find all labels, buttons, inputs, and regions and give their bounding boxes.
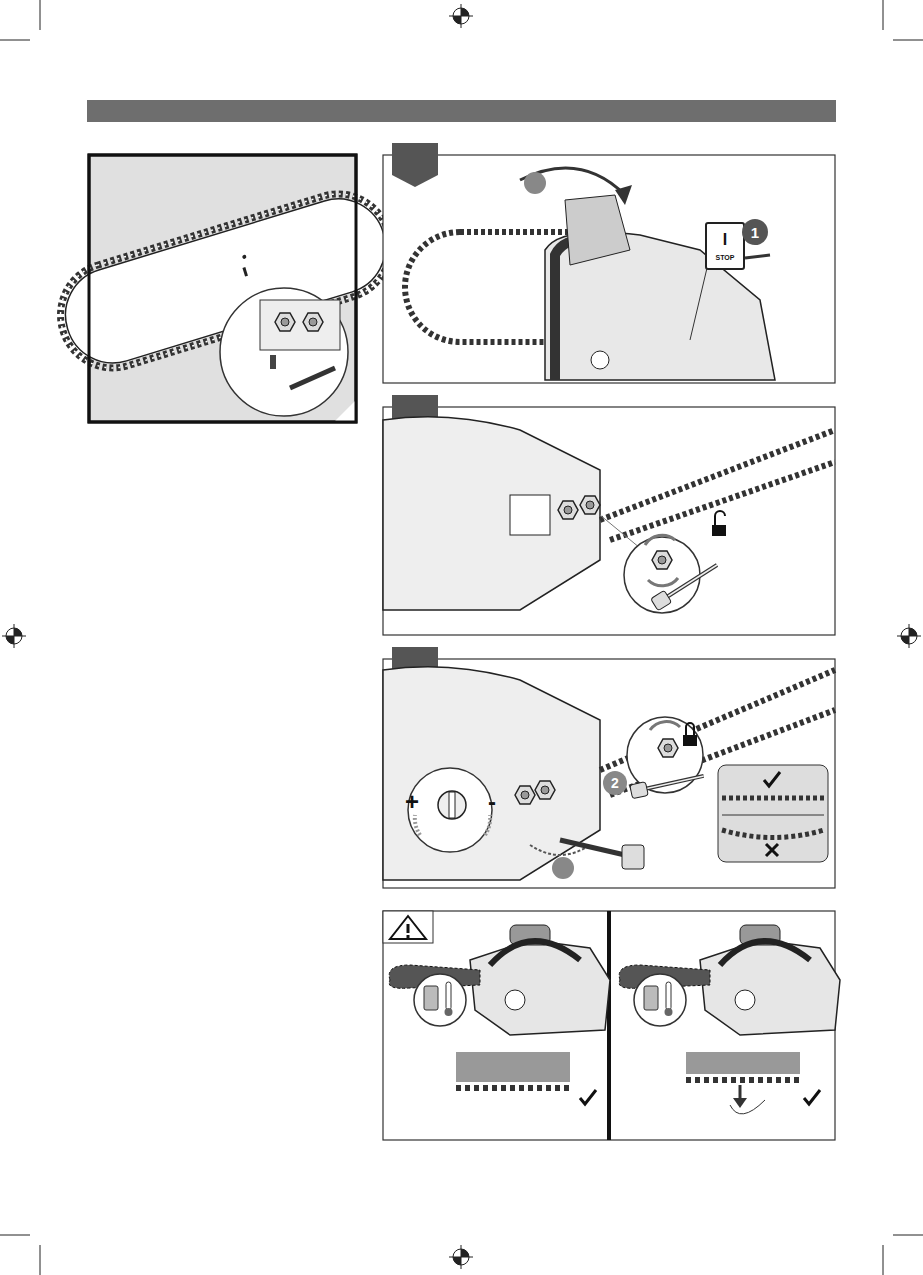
- node-text: 1: [751, 225, 759, 240]
- node-text: STOP: [716, 254, 735, 261]
- adjust-sign: -: [488, 790, 496, 814]
- panel-loosen-nuts: [383, 417, 835, 613]
- panel-stop-engine: [405, 168, 775, 380]
- chain-closeup: [48, 155, 404, 422]
- node-text: I: [723, 232, 727, 248]
- power-switch: I STOP: [705, 222, 745, 270]
- header-bar: [87, 100, 836, 122]
- callout-number: 2: [603, 771, 627, 795]
- panel-adjust-tension: [383, 667, 835, 880]
- node-text: 2: [611, 776, 619, 790]
- adjust-sign: +: [405, 790, 419, 814]
- callout-number: 1: [742, 219, 768, 245]
- panel-chain-check: [389, 925, 840, 1114]
